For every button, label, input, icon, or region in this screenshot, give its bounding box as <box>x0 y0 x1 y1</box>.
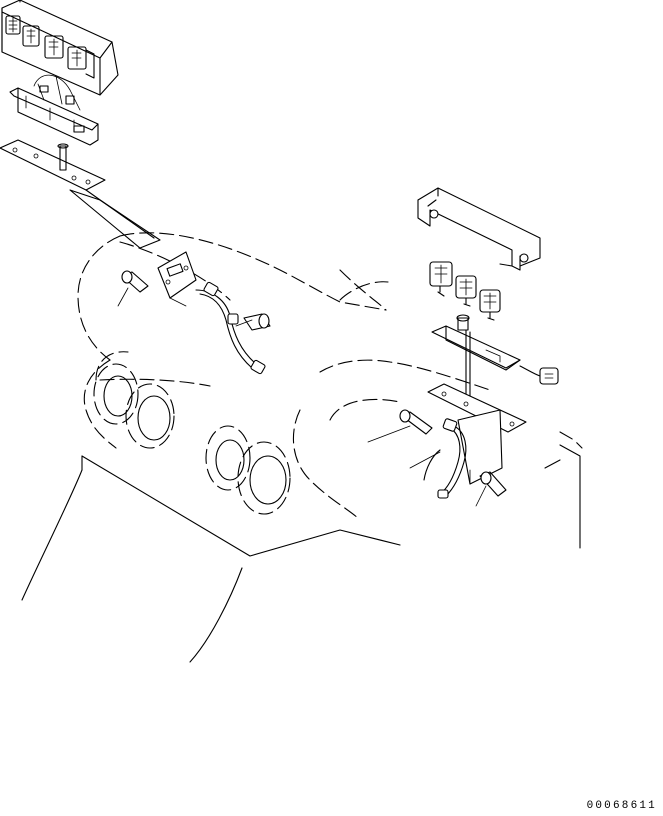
bolt-left <box>117 270 149 307</box>
lamp-connector <box>519 365 559 385</box>
roller-2 <box>125 383 175 449</box>
wire-harness-left <box>195 281 266 375</box>
stand-bracket <box>431 314 521 401</box>
clamp-bolt <box>235 313 271 331</box>
left-harness-area <box>117 251 271 375</box>
roller-4 <box>237 441 291 515</box>
roller-3 <box>205 425 251 491</box>
bolt-right-lower <box>475 471 507 507</box>
work-lamp-units <box>5 15 95 79</box>
machine-frame <box>21 232 583 663</box>
roller-1 <box>93 363 139 425</box>
right-harness-area <box>367 409 507 507</box>
right-work-lamps <box>429 261 501 321</box>
mount-plate <box>0 139 106 191</box>
lamp-bracket <box>9 74 99 146</box>
lamp-guard <box>417 187 541 271</box>
drawing-number: 00068611 <box>586 800 657 812</box>
roller-openings <box>93 363 291 515</box>
wire-harness-right <box>409 418 467 499</box>
bolt-right-upper <box>367 409 433 443</box>
support-arm <box>69 189 161 249</box>
left-lamp-assembly <box>0 0 161 249</box>
right-lamp-assembly <box>417 187 559 433</box>
